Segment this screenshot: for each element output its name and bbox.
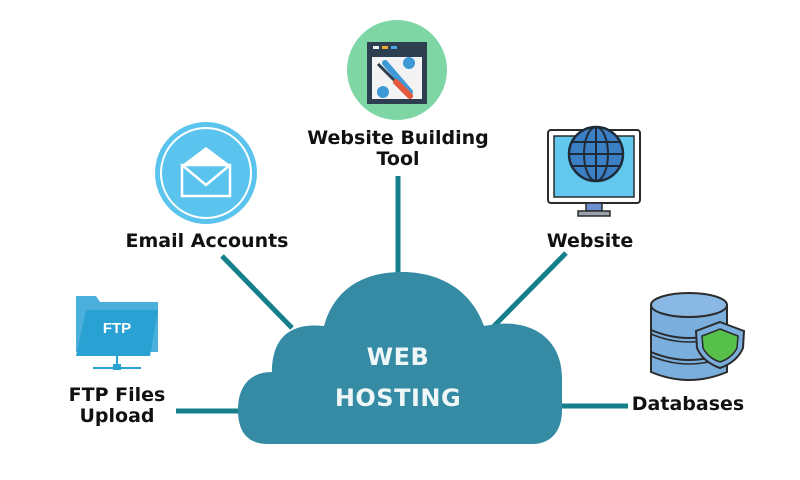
connector-email: [220, 254, 294, 330]
label-ftp-files-upload: FTP Files Upload: [62, 385, 172, 427]
label-line: FTP Files: [68, 384, 166, 406]
ftp-icon-text: FTP: [102, 320, 132, 337]
cloud-title-line2: HOSTING: [334, 384, 462, 412]
tools-window-icon: [347, 20, 447, 120]
monitor-globe-icon: [547, 125, 641, 217]
label-line: Website Building: [307, 127, 489, 149]
label-website-building-tool: Website Building Tool: [300, 128, 496, 170]
label-email-accounts: Email Accounts: [125, 230, 289, 252]
connectors: [176, 176, 628, 414]
cloud-title-line1: WEB: [366, 343, 430, 371]
cloud-shape: [238, 272, 562, 444]
label-line: Tool: [376, 148, 420, 170]
label-line: Upload: [79, 405, 155, 427]
envelope-icon: [155, 122, 257, 224]
ftp-folder-icon: [76, 296, 158, 370]
label-website: Website: [546, 230, 634, 252]
label-databases: Databases: [631, 393, 745, 415]
database-shield-icon: [650, 292, 746, 381]
connector-website: [492, 251, 568, 328]
